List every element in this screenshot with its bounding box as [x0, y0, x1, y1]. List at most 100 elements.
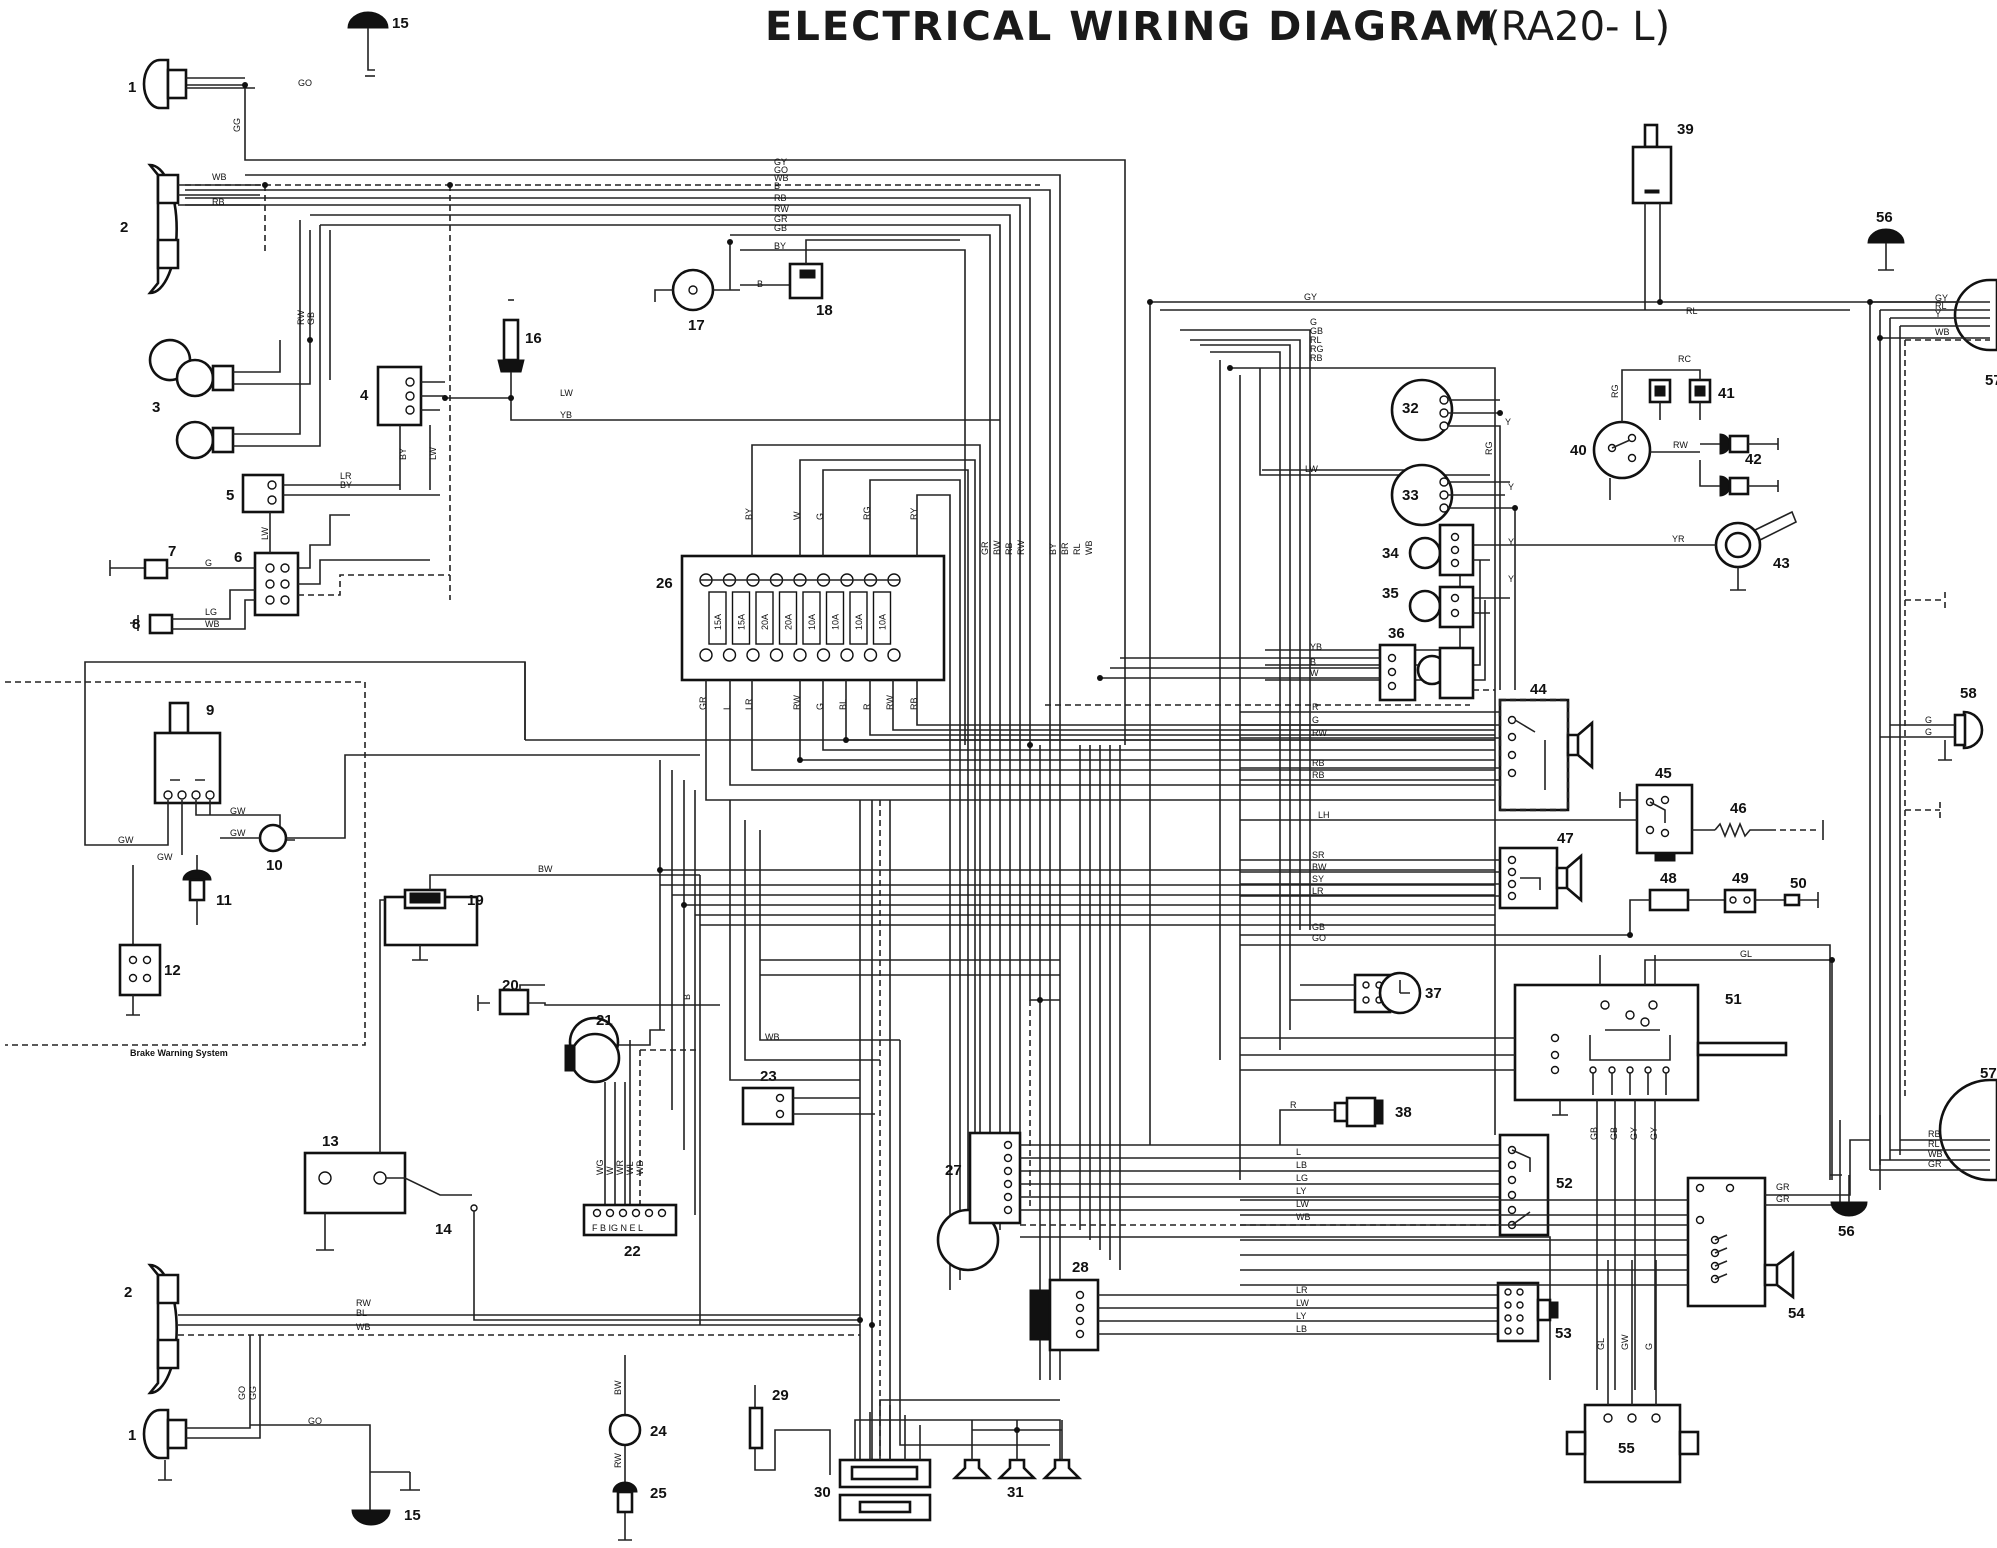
svg-text:GW: GW [230, 806, 246, 816]
fuse-bottom-terminal [887, 648, 901, 662]
svg-text:WL: WL [625, 1162, 635, 1176]
component-45-flasher: 45 LH [1240, 765, 1715, 862]
svg-text:21: 21 [596, 1012, 613, 1029]
svg-text:48: 48 [1660, 870, 1677, 887]
svg-text:GY: GY [774, 157, 787, 167]
svg-text:G: G [1925, 715, 1932, 725]
svg-text:GY: GY [1649, 1127, 1659, 1140]
svg-text:38: 38 [1395, 1104, 1412, 1121]
fuse-bottom-terminal [769, 648, 784, 662]
svg-text:Y: Y [1508, 482, 1514, 492]
svg-text:B: B [682, 994, 692, 1000]
svg-text:26: 26 [656, 575, 673, 592]
component-57-bottom-connector: 57 RB RL WB GR [1870, 1065, 1997, 1190]
component-34-unit: 34 Y [1382, 523, 1520, 577]
component-11-switch: 11 GW [157, 852, 232, 925]
svg-text:LG: LG [1296, 1173, 1308, 1183]
component-55-unit: 55 GL GW G [1565, 1180, 1700, 1484]
svg-text:BW: BW [538, 864, 553, 874]
component-53-unit: 53 LR LW LY LB [1296, 1281, 1572, 1343]
svg-text:LW: LW [560, 388, 573, 398]
svg-text:RG: RG [1610, 385, 1620, 399]
svg-text:12: 12 [164, 962, 181, 979]
component-18-regulator: 18 B [757, 239, 960, 319]
svg-text:WB: WB [1935, 327, 1950, 337]
svg-text:RB: RB [774, 193, 787, 203]
junction-dots [242, 82, 1883, 1433]
svg-text:WB: WB [212, 172, 227, 182]
svg-text:LH: LH [1318, 810, 1330, 820]
svg-text:W: W [792, 511, 802, 520]
component-47-speaker: 47 SR BW SY LR [1240, 830, 1583, 910]
svg-text:GR: GR [1776, 1182, 1790, 1192]
right-harness: GY G GB RL RG RB LW [1149, 292, 1990, 1180]
svg-text:RW: RW [774, 204, 789, 214]
svg-text:Y: Y [1505, 417, 1511, 427]
svg-text:WB: WB [1296, 1212, 1311, 1222]
svg-text:31: 31 [1007, 1484, 1024, 1501]
component-28-switch: 28 [1029, 1259, 1500, 1352]
svg-text:57: 57 [1980, 1065, 1997, 1082]
svg-text:GB: GB [1310, 326, 1323, 336]
svg-text:GL: GL [1740, 949, 1752, 959]
svg-text:18: 18 [816, 302, 833, 319]
svg-text:49: 49 [1732, 870, 1749, 887]
svg-text:LB: LB [1296, 1324, 1307, 1334]
component-22-connector: F B IG N E L 22 WG W WR WL WB [582, 1160, 678, 1260]
svg-text:GY: GY [1629, 1127, 1639, 1140]
svg-text:1: 1 [128, 1427, 136, 1444]
component-41-relays: 41 RC [1648, 354, 1735, 420]
fuse-cell [708, 591, 727, 645]
svg-text:43: 43 [1773, 555, 1790, 572]
svg-text:2: 2 [124, 1284, 132, 1301]
fuse-bottom-terminal [863, 648, 878, 662]
svg-text:Brake Warning System: Brake Warning System [130, 1048, 228, 1058]
svg-text:22: 22 [624, 1243, 641, 1260]
component-54-unit: 54 GR GR [1240, 1120, 1870, 1322]
component-32-switch: 32 Y RG [1390, 378, 1511, 690]
svg-text:39: 39 [1677, 121, 1694, 138]
component-48-resistor: 48 GB GO [1240, 870, 1831, 1180]
fuse-rating: 20A [760, 614, 770, 630]
svg-text:54: 54 [1788, 1305, 1805, 1322]
svg-text:YB: YB [560, 410, 572, 420]
component-36-unit: 36 YB B W [1100, 625, 1495, 702]
component-56-top: 56 [1867, 209, 1905, 271]
svg-text:51: 51 [1725, 991, 1742, 1008]
svg-text:G: G [1310, 317, 1317, 327]
svg-text:57: 57 [1985, 372, 1997, 389]
svg-text:RG: RG [862, 507, 872, 521]
svg-text:5: 5 [226, 487, 234, 504]
svg-text:23: 23 [760, 1068, 777, 1085]
svg-text:47: 47 [1557, 830, 1574, 847]
svg-text:RL: RL [1072, 543, 1082, 555]
svg-text:16: 16 [525, 330, 542, 347]
component-21-alternator: 21 WB [564, 1012, 780, 1205]
svg-text:1: 1 [128, 79, 136, 96]
svg-text:GW: GW [118, 835, 134, 845]
fuse-rating: 15A [713, 614, 723, 630]
svg-text:30: 30 [814, 1484, 831, 1501]
svg-text:BW: BW [992, 540, 1002, 555]
svg-text:52: 52 [1556, 1175, 1573, 1192]
svg-text:SR: SR [1312, 850, 1325, 860]
svg-text:RB: RB [1312, 770, 1325, 780]
svg-text:GW: GW [230, 828, 246, 838]
svg-text:LR: LR [1296, 1285, 1308, 1295]
svg-text:RB: RB [1312, 758, 1325, 768]
svg-text:35: 35 [1382, 585, 1399, 602]
svg-text:37: 37 [1425, 985, 1442, 1002]
svg-text:GW: GW [1620, 1334, 1630, 1350]
svg-text:B: B [774, 181, 780, 191]
svg-text:41: 41 [1718, 385, 1735, 402]
diagram-model: (RA20- L) [1485, 4, 1670, 50]
svg-text:YB: YB [1310, 642, 1322, 652]
svg-text:42: 42 [1745, 451, 1762, 468]
component-49-connector: 49 [1723, 870, 1785, 914]
component-38-switch: 38 R [1279, 1096, 1412, 1145]
svg-text:RW: RW [1016, 540, 1026, 555]
fuse-cell [825, 591, 845, 645]
svg-text:WB: WB [765, 1032, 780, 1042]
svg-text:RW: RW [1673, 440, 1688, 450]
component-58-lamp: 58 G G [1880, 685, 1984, 761]
